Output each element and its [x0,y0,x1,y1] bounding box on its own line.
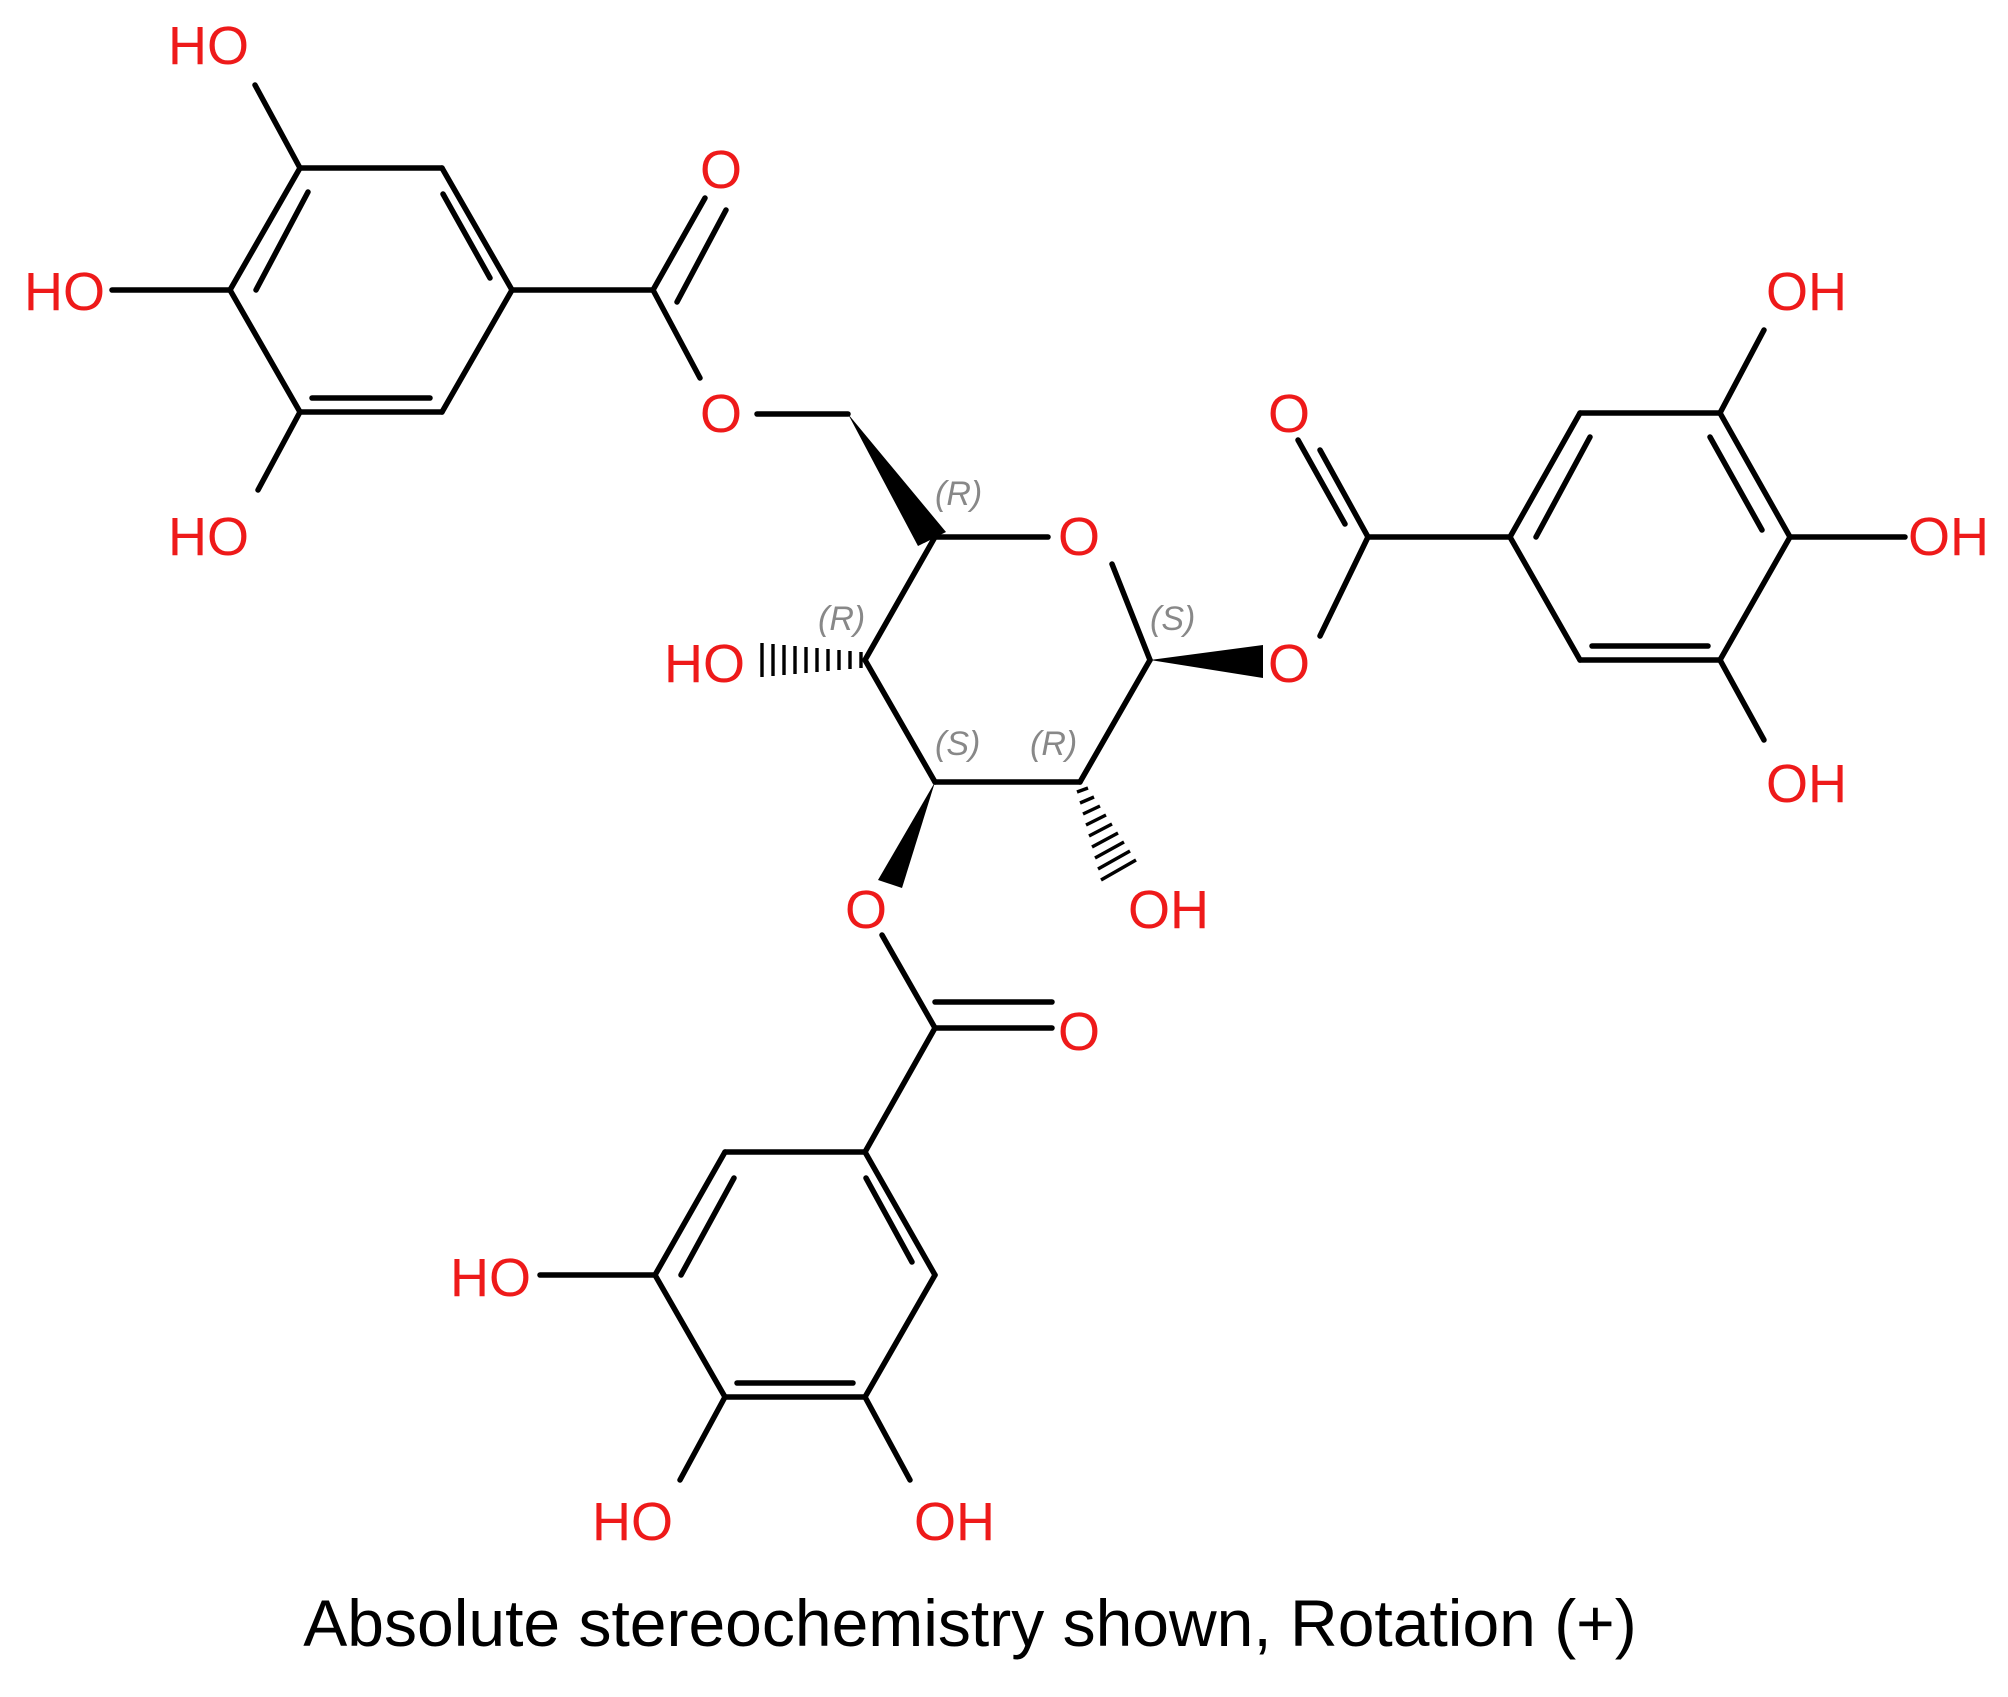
stereo-label-c3: (S) [935,725,980,763]
atom-label-o-ester-bottom: O [845,880,887,940]
diagram-caption: Absolute stereochemistry shown, Rotation… [303,1586,1637,1660]
atom-label-o-carbonyl-right: O [1268,384,1310,444]
atom-label-oh-right-mid: OH [1908,507,1989,567]
atom-label-ho-low-left: HO [168,507,249,567]
hashed-bond-c2 [1076,786,1137,882]
stereo-label-c4: (R) [818,600,865,638]
galloyl-ring-bottom [652,1149,938,1400]
atom-label-o-ester-top: O [700,384,742,444]
stereo-label-c2: (R) [1030,725,1077,763]
atom-label-ho-bottom-left: HO [450,1248,531,1308]
atom-label-oh-right-low: OH [1766,754,1847,814]
atom-label-o-ring: O [1058,507,1100,567]
galloyl-ring-top-left [227,165,515,415]
wedge-bond-c3 [878,782,935,888]
atom-label-oh-bottom-b: OH [914,1492,995,1552]
atom-label-oh-right-top: OH [1766,262,1847,322]
atom-label-ho-bottom-a: HO [592,1492,673,1552]
hashed-bond-c4 [760,643,863,677]
stereo-label-c5: (R) [935,475,982,513]
pyranose-ring [862,534,1153,785]
wedge-bond-c1 [1150,645,1263,678]
atom-label-oh-ring-bottom: OH [1128,880,1209,940]
atom-label-ho-mid-left: HO [24,262,105,322]
atom-label-o-ester-right: O [1268,634,1310,694]
stereo-label-c1: (S) [1150,600,1195,638]
atom-label-ho-ring: HO [664,634,745,694]
atom-label-o-carbonyl-top: O [700,140,742,200]
atom-label-o-carbonyl-bottom: O [1058,1002,1100,1062]
atom-label-ho-top-left: HO [168,16,249,76]
galloyl-ring-right [1507,410,1793,663]
